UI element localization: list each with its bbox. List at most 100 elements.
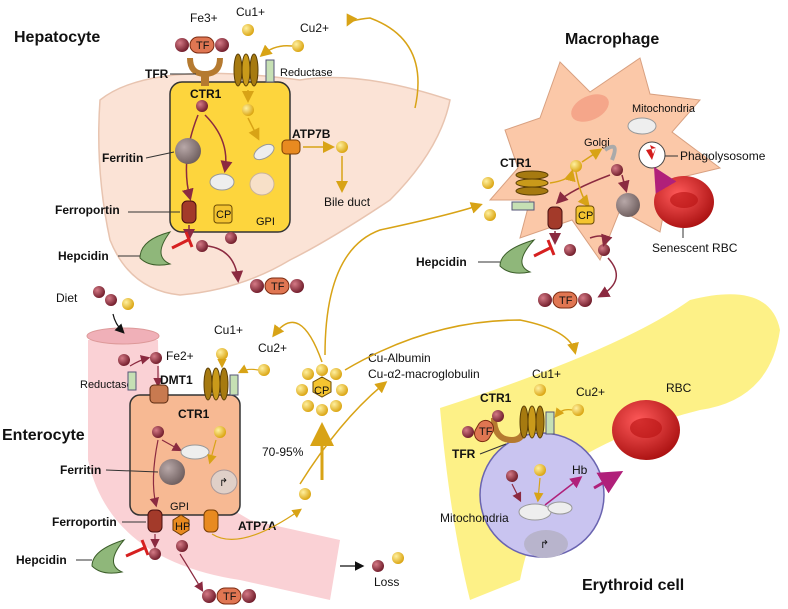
golgi-label-mac: Golgi [584, 137, 610, 149]
mitochondria-hepatocyte [209, 143, 275, 191]
ferritin-hepatocyte [175, 138, 201, 164]
fe-ion [372, 560, 384, 572]
svg-text:TF: TF [479, 426, 493, 438]
svg-text:CP: CP [578, 210, 593, 222]
cu-ion [336, 141, 348, 153]
hepcidin-enterocyte [91, 539, 126, 574]
ferroportin-hepatocyte [181, 200, 197, 224]
atp7a-transporter [203, 509, 219, 533]
fe-ion [598, 244, 610, 256]
reductase-macrophage [511, 201, 535, 211]
svg-text:TF: TF [196, 40, 210, 52]
fe-ion [149, 548, 161, 560]
hp-hephaestin [172, 514, 190, 536]
fe-ion [225, 232, 237, 244]
ctr1-label-hep: CTR1 [190, 87, 222, 101]
reductase-label-ent: Reductase [80, 379, 133, 391]
ferroportin-label-hep: Ferroportin [55, 203, 120, 217]
gpi-label-ent: GPI [170, 501, 189, 513]
cu-ion [484, 209, 496, 221]
svg-text:CP: CP [216, 209, 231, 221]
ferroportin-macrophage [547, 206, 563, 230]
cu2-label-ent: Cu2+ [258, 341, 287, 355]
atp7b-label: ATP7B [292, 127, 331, 141]
mitochondria-macrophage [627, 117, 657, 135]
bile-duct-label: Bile duct [324, 195, 371, 209]
erythroid-zone [440, 294, 780, 600]
dmt1-transporter [149, 384, 169, 404]
dmt1-label: DMT1 [160, 373, 193, 387]
fe-ion [93, 286, 105, 298]
ferritin-label-hep: Ferritin [102, 151, 143, 165]
ferritin-macrophage [616, 193, 640, 217]
cu-ion [392, 552, 404, 564]
cu-macroglobulin-label: Cu-α2-macroglobulin [368, 367, 480, 381]
ctr1-label-mac: CTR1 [500, 156, 532, 170]
circulation-center: CP 70-95% Cu-Albumin Cu-α2-macroglobulin [262, 13, 579, 485]
cu-albumin-label: Cu-Albumin [368, 351, 431, 365]
svg-text:TF: TF [559, 295, 573, 307]
tf-complex-hepatocyte: TF [175, 36, 229, 54]
svg-text:HP: HP [175, 521, 190, 533]
ferritin-enterocyte [159, 459, 185, 485]
loss-label: Loss [374, 575, 399, 589]
fe2-label: Fe2+ [166, 349, 194, 363]
tf-complex-ery: TF [462, 410, 504, 443]
ctr1-label-ent: CTR1 [178, 407, 210, 421]
pct-label: 70-95% [262, 445, 304, 459]
cu-ion [122, 298, 134, 310]
enterocyte-panel: Enterocyte Diet Fe2+ Reductase DMT1 CTR1… [2, 286, 404, 605]
macrophage-panel: Macrophage Mitochondria Golgi Phagolysos… [416, 31, 766, 309]
fe-ion [150, 352, 162, 364]
hepcidin-macrophage [499, 239, 536, 274]
cu2-label-hep: Cu2+ [300, 21, 329, 35]
cu-ion [292, 40, 304, 52]
fe-ion [152, 426, 164, 438]
cu-ion [570, 160, 582, 172]
cu-ion [242, 24, 254, 36]
ceruloplasmin-cluster: CP [296, 364, 348, 416]
golgi-macrophage [603, 144, 617, 161]
atp7a-label: ATP7A [238, 519, 277, 533]
ferritin-label-ent: Ferritin [60, 463, 101, 477]
cu1-label-ent: Cu1+ [214, 323, 243, 337]
mitochondria-label-mac: Mitochondria [632, 103, 696, 115]
tfr-label-ery: TFR [452, 447, 476, 461]
cu1-label-ery: Cu1+ [532, 367, 561, 381]
hepcidin-hepatocyte [139, 231, 172, 266]
tfr-stem [201, 74, 209, 86]
nucleus-erythroid [524, 530, 568, 558]
erythroid-panel: Erythroid cell TFR TF CTR1 Cu1+ Cu2+ Mit… [440, 294, 780, 600]
erythroid-title: Erythroid cell [582, 577, 684, 594]
ctr1-erythroid [519, 405, 545, 439]
hepatocyte-title: Hepatocyte [14, 29, 100, 46]
svg-text:TF: TF [223, 591, 237, 603]
ctr1-hepatocyte [233, 53, 259, 87]
tf-complex-ent-out: TF [202, 587, 256, 605]
hepcidin-label-ent: Hepcidin [16, 553, 67, 567]
cp-macrophage [575, 205, 595, 225]
nucleus-macrophage [571, 94, 609, 122]
mitochondria-enterocyte [180, 444, 210, 460]
ferroportin-enterocyte [147, 509, 163, 533]
tf-complex-mac-out: TF [538, 291, 592, 309]
tf-complex-hep-out: TF [250, 277, 304, 295]
cu-ion [216, 348, 228, 360]
svg-text:↱: ↱ [540, 539, 549, 551]
cu-ion [534, 384, 546, 396]
enterocyte-title: Enterocyte [2, 427, 85, 444]
fe-ion [506, 470, 518, 482]
cu-ion [482, 177, 494, 189]
hepcidin-label-mac: Hepcidin [416, 255, 467, 269]
fe-ion [176, 540, 188, 552]
svg-text:TF: TF [271, 281, 285, 293]
macrophage-title: Macrophage [565, 31, 659, 48]
cp-hepatocyte [213, 204, 233, 224]
fe-ion [105, 294, 117, 306]
ferroportin-label-ent: Ferroportin [52, 515, 117, 529]
svg-text:↱: ↱ [219, 477, 228, 489]
tfr-label: TFR [145, 67, 169, 81]
senescent-rbc-label: Senescent RBC [652, 241, 738, 255]
cu-ion [214, 426, 226, 438]
